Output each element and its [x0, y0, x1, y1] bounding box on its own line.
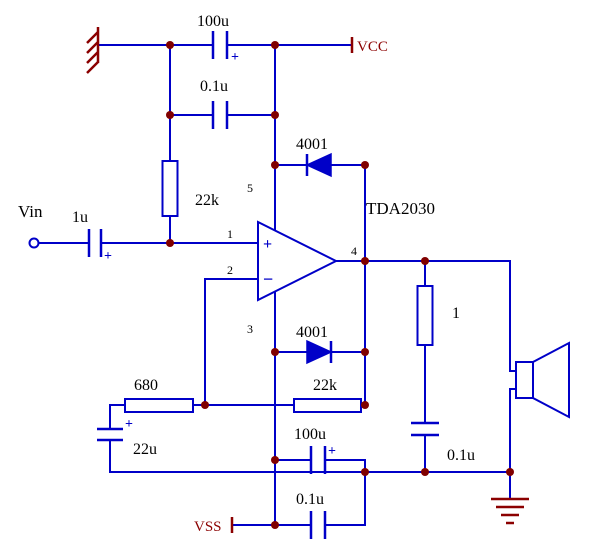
- label-r-zobel: 1: [452, 305, 460, 322]
- junction-dot: [166, 111, 174, 119]
- opamp-inverting-mark: −: [263, 269, 273, 289]
- junction-dot: [421, 257, 429, 265]
- junction-dot: [271, 41, 279, 49]
- resistor-680-gain: [124, 398, 194, 413]
- earth-ground-icon: [491, 497, 529, 525]
- junction-dot: [506, 468, 514, 476]
- resistors: [124, 160, 434, 413]
- junction-dot: [166, 239, 174, 247]
- capacitor-22u: [97, 427, 123, 442]
- label-vss: VSS: [194, 519, 222, 535]
- junction-dot: [166, 41, 174, 49]
- capacitor-0.1u-bottom: [309, 511, 327, 539]
- ground-icon: [86, 27, 100, 74]
- junction-dot: [271, 111, 279, 119]
- polarity-plus-100u-bottom: +: [328, 444, 336, 459]
- label-c-input: 1u: [72, 209, 88, 226]
- pin-label-5: 5: [247, 181, 253, 195]
- pin-label-3: 3: [247, 322, 253, 336]
- speaker-icon: [515, 341, 570, 419]
- pin-label-1: 1: [227, 227, 233, 241]
- opamp-noninverting-mark: +: [263, 236, 272, 253]
- label-ic: TDA2030: [366, 199, 435, 218]
- junction-dot: [271, 348, 279, 356]
- polarity-plus-22u: +: [125, 417, 133, 432]
- capacitor-1u-input: [87, 229, 103, 257]
- label-r-gain: 680: [134, 377, 158, 394]
- label-vcc: VCC: [357, 39, 388, 55]
- junction-dot: [361, 348, 369, 356]
- label-c-bypass-top: 0.1u: [200, 78, 228, 95]
- speaker-horn: [532, 341, 570, 419]
- junction-dot: [361, 161, 369, 169]
- junction-dot: [201, 401, 209, 409]
- pin-label-2: 2: [227, 263, 233, 277]
- diodes: [305, 152, 333, 365]
- label-c-gain: 22u: [133, 441, 157, 458]
- speaker-body: [515, 361, 534, 399]
- junction-dot: [361, 468, 369, 476]
- label-r-feedback: 22k: [313, 377, 337, 394]
- junction-dot: [361, 401, 369, 409]
- capacitor-0.1u-top: [211, 101, 229, 129]
- label-r-input-bias: 22k: [195, 192, 219, 209]
- pin-label-4: 4: [351, 244, 357, 258]
- junction-dot: [271, 161, 279, 169]
- capacitor-100u-top: [211, 31, 229, 59]
- labels: 100u 0.1u 22k Vin 1u 4001 TDA2030 4001 2…: [18, 13, 475, 535]
- label-c-bulk-bottom: 100u: [294, 426, 326, 443]
- label-d-top: 4001: [296, 136, 328, 153]
- diode-4001-top: [305, 152, 332, 178]
- opamp-body: [257, 220, 339, 302]
- junction-dot: [271, 456, 279, 464]
- capacitor-100u-bottom: [309, 446, 327, 474]
- junction-dot: [421, 468, 429, 476]
- junction-dots: [166, 41, 514, 529]
- label-c-zobel: 0.1u: [447, 447, 475, 464]
- resistor-1-zobel: [416, 285, 434, 346]
- polarity-plus-100u-top: +: [231, 50, 239, 65]
- junction-dot: [271, 521, 279, 529]
- label-c-bulk-top: 100u: [197, 13, 229, 30]
- junction-dot: [361, 257, 369, 265]
- label-d-bottom: 4001: [296, 324, 328, 341]
- resistor-22k-feedback: [293, 398, 362, 413]
- input-terminal-icon: [28, 237, 40, 249]
- label-input: Vin: [18, 202, 43, 221]
- polarity-plus-1u: +: [104, 249, 112, 264]
- opamp-tda2030: + −: [257, 220, 339, 302]
- capacitor-0.1u-zobel: [411, 421, 439, 437]
- label-c-bypass-bottom: 0.1u: [296, 491, 324, 508]
- capacitors: [87, 31, 439, 539]
- diode-4001-bottom: [306, 339, 333, 365]
- power-symbols: [86, 27, 529, 533]
- resistor-22k-bias: [161, 160, 179, 217]
